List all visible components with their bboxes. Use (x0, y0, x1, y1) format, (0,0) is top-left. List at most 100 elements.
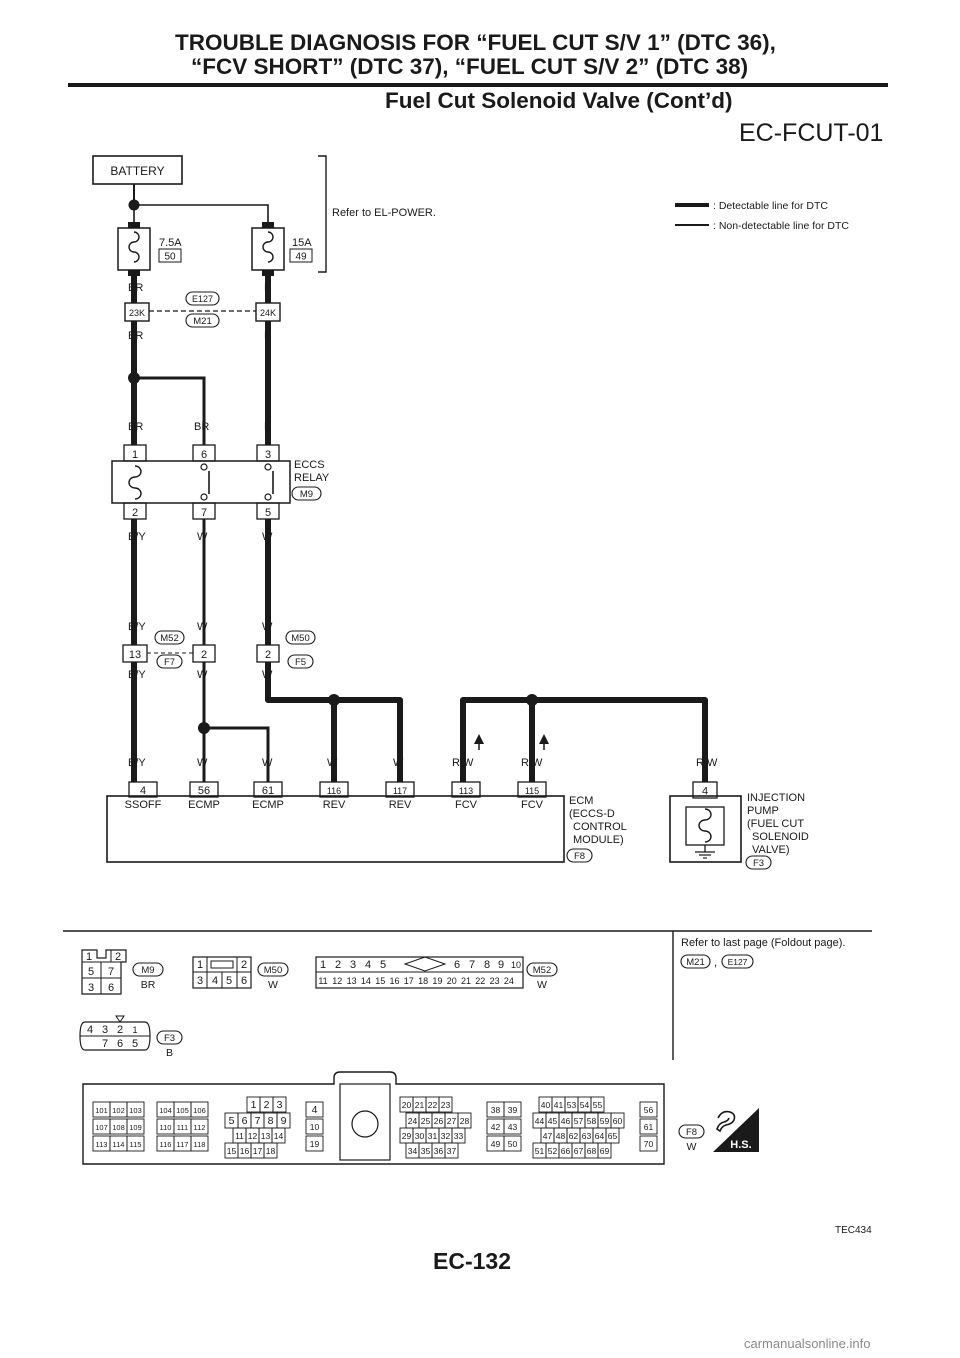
fuse-50: 7.5A 50 (117, 222, 182, 276)
f8-pin: 118 (194, 1140, 206, 1149)
svg-text:6: 6 (117, 1038, 123, 1050)
m52-pin: 5 (380, 959, 386, 971)
f8-pin: 101 (95, 1106, 108, 1115)
svg-text:2: 2 (117, 1024, 123, 1036)
ecm-pin-signal: FCV (455, 799, 478, 811)
f8-pin: 31 (428, 1131, 438, 1141)
svg-text:5: 5 (226, 975, 232, 987)
battery-label: BATTERY (110, 164, 164, 178)
m52-pin: 4 (365, 959, 371, 971)
ecm-pin-number: 116 (327, 786, 341, 796)
fuse-50-number: 50 (164, 252, 176, 263)
m52-pin: 9 (498, 959, 504, 971)
svg-text:7: 7 (102, 1038, 108, 1050)
legend-detectable: : Detectable line for DTC (713, 200, 828, 212)
ecm-label-3: CONTROL (573, 821, 627, 833)
pump-label-3: (FUEL CUT (747, 818, 804, 830)
m52-pin: 2 (335, 959, 341, 971)
f8-pin-cell (305, 1118, 324, 1135)
connector-view-m50: 1 2 3 4 5 6 M50 W (192, 956, 289, 991)
f8-pin: 6 (242, 1115, 248, 1127)
fuse-49-number: 49 (295, 252, 307, 263)
f8-pin: 113 (96, 1140, 108, 1149)
svg-text:M52: M52 (160, 633, 178, 644)
f8-pin: 109 (129, 1123, 142, 1132)
f8-pin: 21 (415, 1100, 425, 1110)
wire-l-relay-3: L (264, 421, 270, 433)
ecm-pin-box (128, 781, 158, 798)
hs-label: H.S. (730, 1139, 751, 1151)
f8-pin: 33 (454, 1131, 464, 1141)
wire-w-ecm-56: W (197, 757, 208, 769)
relay-coil-icon (128, 465, 142, 500)
f8-pin: 14 (274, 1131, 284, 1141)
f8-pin: 69 (600, 1146, 610, 1156)
svg-text:M52: M52 (533, 965, 551, 976)
ecm-label-2: (ECCS-D (569, 808, 615, 820)
legend: : Detectable line for DTC : Non-detectab… (675, 200, 849, 232)
svg-text:BR: BR (141, 979, 156, 991)
f8-pin: 26 (434, 1116, 444, 1126)
f8-pin: 23 (441, 1100, 451, 1110)
f8-pin: 35 (421, 1146, 431, 1156)
m52-pin: 6 (454, 959, 460, 971)
f8-pin: 28 (460, 1116, 470, 1126)
ecm-pin-signal: REV (323, 799, 346, 811)
power-refer-bracket: Refer to EL-POWER. (318, 155, 436, 273)
ecm-pin-box (451, 781, 481, 798)
f8-pin-cell (639, 1118, 658, 1135)
svg-text:F8: F8 (686, 1127, 697, 1138)
f8-pin: 70 (644, 1139, 654, 1149)
wire-rw-ecm-113: R/W (452, 757, 474, 769)
page-subtitle: Fuel Cut Solenoid Valve (Cont’d) (385, 88, 733, 113)
f8-pin: 67 (574, 1146, 584, 1156)
legend-non-detectable: : Non-detectable line for DTC (713, 220, 849, 232)
svg-text:M50: M50 (291, 633, 309, 644)
f8-pin: 10 (310, 1122, 320, 1132)
f8-pin-cell (305, 1101, 324, 1118)
svg-text:5: 5 (88, 966, 94, 978)
relay-pin-2: 2 (123, 502, 147, 520)
refer-foldout: Refer to last page (Foldout page). M21 ,… (680, 937, 845, 969)
connector-tag-m50: M50 (285, 630, 316, 645)
f8-pin: 24 (408, 1116, 418, 1126)
wire-by-ecm: B/Y (128, 757, 146, 769)
f8-pin: 108 (112, 1123, 125, 1132)
f8-pin: 45 (548, 1116, 558, 1126)
f8-pin: 110 (160, 1123, 172, 1132)
wire-rw-ecm-115: R/W (521, 757, 543, 769)
f8-pin: 60 (613, 1116, 623, 1126)
f8-pin: 37 (447, 1146, 457, 1156)
f8-pin-cell (190, 1118, 209, 1135)
m52-pin: 16 (389, 976, 399, 986)
svg-text:6: 6 (241, 975, 247, 987)
f8-pin-cell (190, 1135, 209, 1152)
f8-pin: 56 (644, 1105, 654, 1115)
f8-pin: 30 (415, 1131, 425, 1141)
f8-pin: 27 (447, 1116, 457, 1126)
f8-pin: 17 (253, 1146, 263, 1156)
f8-pin: 107 (95, 1123, 108, 1132)
legend-thick-line (675, 203, 709, 207)
svg-text:7: 7 (108, 966, 114, 978)
svg-text:E127: E127 (192, 294, 213, 304)
m52-pin: 24 (504, 976, 514, 986)
m52-pin: 10 (511, 960, 521, 970)
svg-text:2: 2 (265, 649, 271, 661)
f8-pin-cell (503, 1118, 522, 1135)
f8-pin-cell (590, 1096, 605, 1113)
f8-pin: 62 (569, 1131, 579, 1141)
svg-text:F3: F3 (164, 1033, 175, 1044)
f8-pin: 16 (240, 1146, 250, 1156)
m52-pin: 19 (432, 976, 442, 986)
f8-pin-cell (126, 1101, 145, 1118)
f8-pin-cell (639, 1101, 658, 1118)
f8-pin: 114 (113, 1140, 125, 1149)
m52-pin: 7 (469, 959, 475, 971)
header-rule (68, 83, 888, 87)
svg-text:1: 1 (86, 951, 92, 963)
m52-pin: 14 (361, 976, 371, 986)
joint-pin-13: 13 (122, 644, 148, 663)
